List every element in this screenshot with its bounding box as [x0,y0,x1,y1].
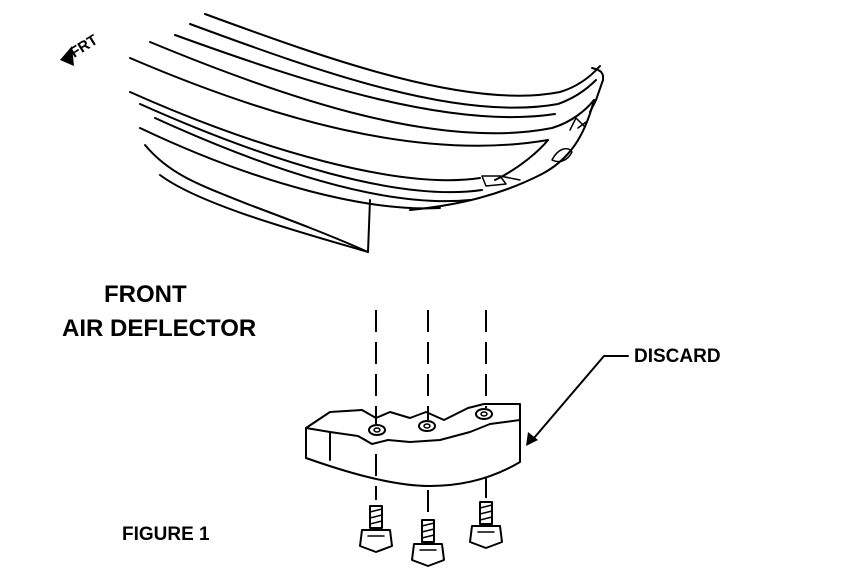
front-direction-indicator: FRT [60,32,101,66]
arrow-icon [60,46,74,66]
title-line-2: AIR DEFLECTOR [62,315,256,342]
bolt-right [469,501,503,549]
figure-caption: FIGURE 1 [122,524,210,545]
alignment-lines [375,310,487,512]
direction-label: FRT [67,32,101,62]
title-line-1: FRONT [104,281,187,308]
front-bumper-illustration [129,13,605,253]
discard-callout: DISCARD [526,346,721,446]
bolt-center [411,519,445,567]
discard-label: DISCARD [634,346,721,367]
air-deflector-part [305,403,521,487]
bolt-left [359,505,393,553]
